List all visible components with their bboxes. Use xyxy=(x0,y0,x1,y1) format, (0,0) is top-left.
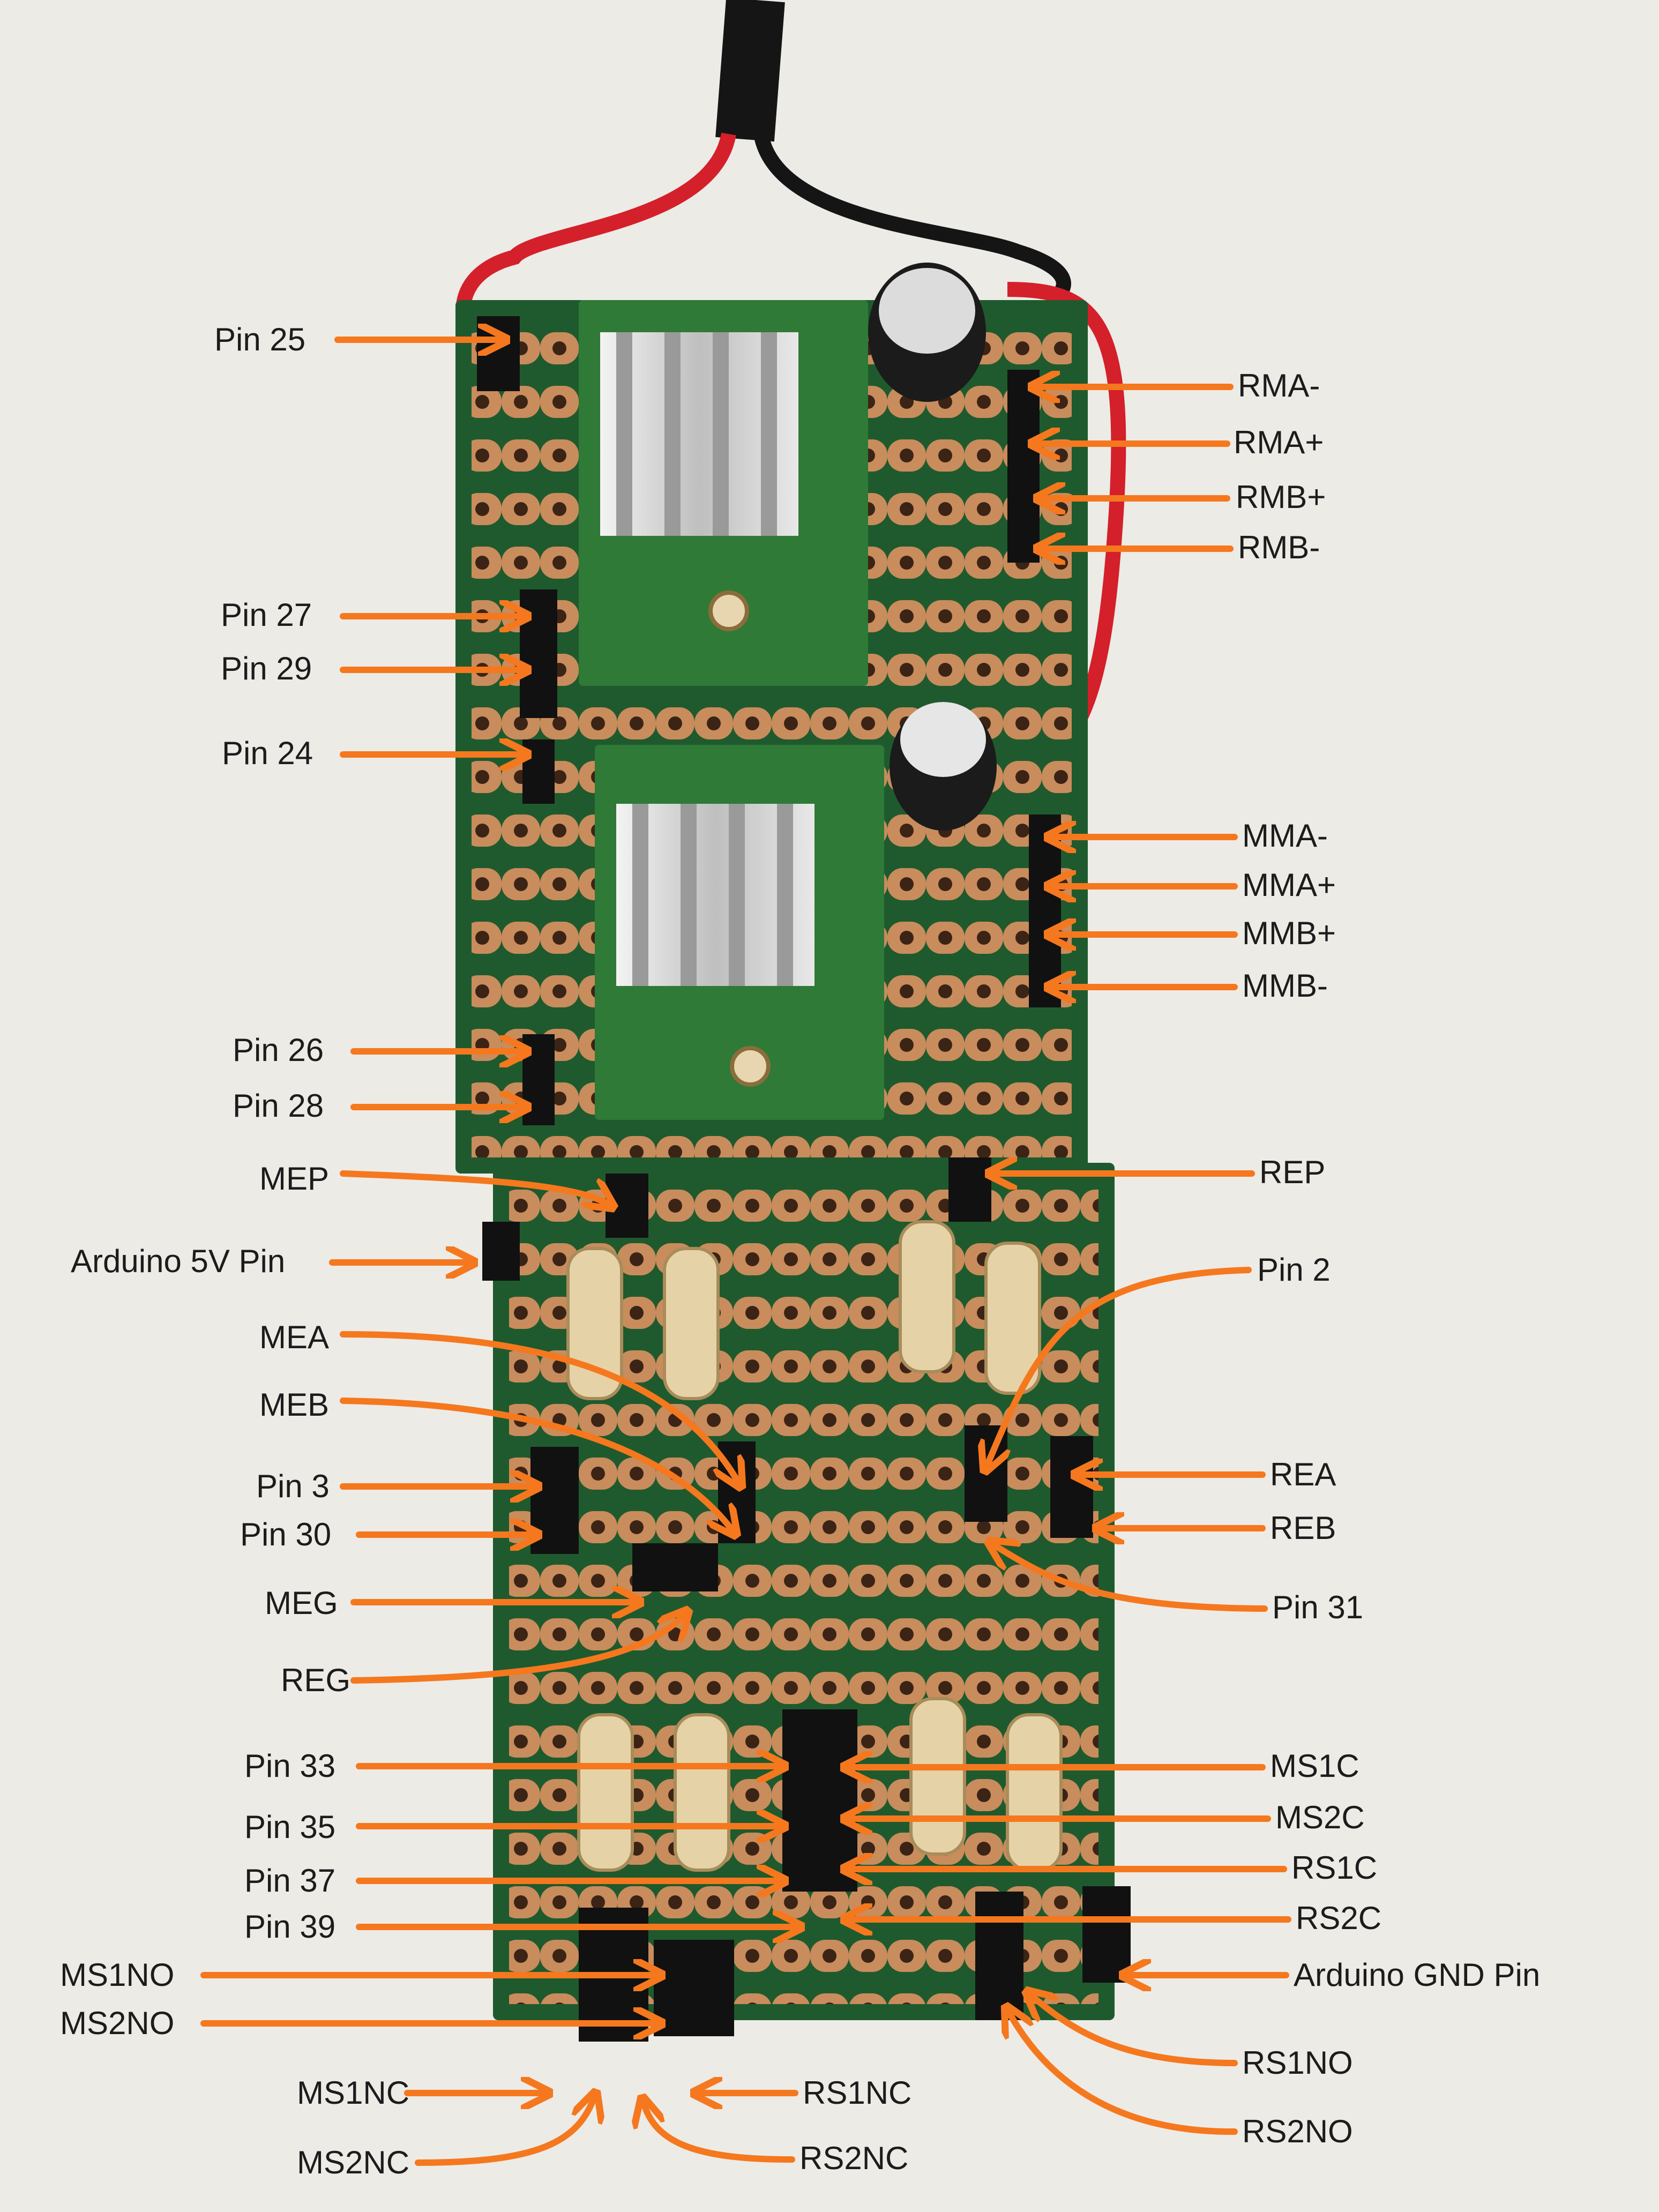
label-rmb-plus: RMB+ xyxy=(1236,479,1326,515)
label-ms2nc: MS2NC xyxy=(297,2144,410,2180)
label-pin-37: Pin 37 xyxy=(244,1863,336,1899)
label-mma-minus: MMA- xyxy=(1242,818,1328,854)
label-rs2no: RS2NO xyxy=(1242,2113,1353,2149)
label-pin-35: Pin 35 xyxy=(244,1809,336,1845)
label-rma-plus: RMA+ xyxy=(1234,424,1324,460)
label-pin-2: Pin 2 xyxy=(1257,1252,1331,1288)
label-pin-25: Pin 25 xyxy=(214,322,306,357)
label-mmb-minus: MMB- xyxy=(1242,968,1328,1004)
label-arduino-5v-pin: Arduino 5V Pin xyxy=(71,1243,286,1279)
label-rs1c: RS1C xyxy=(1291,1850,1378,1886)
label-mma-plus: MMA+ xyxy=(1242,867,1336,903)
label-rma-minus: RMA- xyxy=(1238,368,1320,403)
resistor-group-lower xyxy=(577,1697,1063,1872)
label-rs2c: RS2C xyxy=(1296,1900,1382,1936)
label-ms2c: MS2C xyxy=(1275,1799,1365,1835)
label-mmb-plus: MMB+ xyxy=(1242,915,1336,951)
label-rea: REA xyxy=(1270,1456,1336,1492)
label-pin-29: Pin 29 xyxy=(221,651,312,686)
label-pin-33: Pin 33 xyxy=(244,1748,336,1784)
label-mep: MEP xyxy=(259,1161,330,1197)
label-pin-24: Pin 24 xyxy=(222,735,313,771)
label-rs1no: RS1NO xyxy=(1242,2045,1353,2081)
label-meb: MEB xyxy=(259,1387,330,1423)
label-ms2no: MS2NO xyxy=(60,2005,175,2041)
label-meg: MEG xyxy=(265,1585,338,1621)
label-ms1no: MS1NO xyxy=(60,1957,175,1993)
stepper-driver-bottom xyxy=(595,745,884,1120)
label-arduino-gnd-pin: Arduino GND Pin xyxy=(1294,1957,1541,1993)
label-rs1nc: RS1NC xyxy=(803,2075,912,2111)
label-rep: REP xyxy=(1259,1154,1326,1190)
label-pin-28: Pin 28 xyxy=(233,1088,324,1124)
label-reg: REG xyxy=(281,1662,351,1698)
label-rs2nc: RS2NC xyxy=(799,2140,909,2176)
label-reb: REB xyxy=(1270,1510,1336,1546)
label-pin-39: Pin 39 xyxy=(244,1909,336,1945)
label-pin-26: Pin 26 xyxy=(233,1032,324,1068)
label-pin-31: Pin 31 xyxy=(1272,1589,1364,1625)
label-pin-30: Pin 30 xyxy=(240,1516,332,1552)
label-pin-27: Pin 27 xyxy=(221,597,312,633)
label-ms1nc: MS1NC xyxy=(297,2075,410,2111)
stepper-driver-top xyxy=(579,300,868,686)
label-ms1c: MS1C xyxy=(1270,1748,1359,1784)
label-rmb-minus: RMB- xyxy=(1238,529,1320,565)
capacitor-top xyxy=(868,263,986,402)
capacitor-bottom xyxy=(890,702,997,831)
label-mea: MEA xyxy=(259,1319,330,1355)
label-pin-3: Pin 3 xyxy=(256,1468,330,1504)
